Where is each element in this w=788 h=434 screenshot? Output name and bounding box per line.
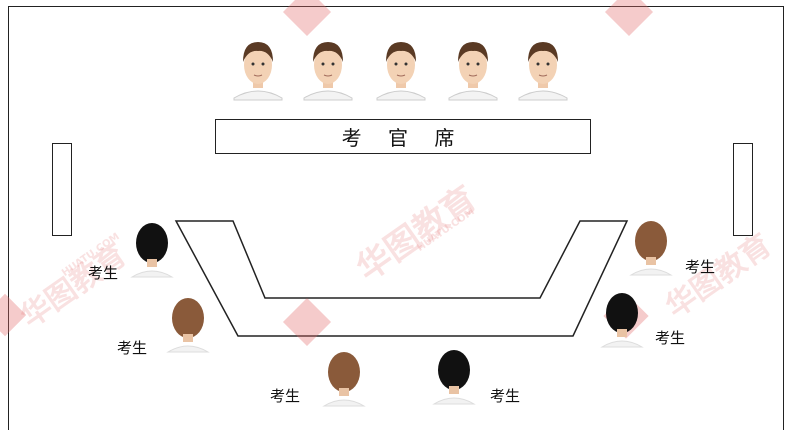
candidate-label-2: 考生 — [117, 339, 148, 357]
examiner-face-icon — [376, 42, 426, 101]
candidate-label-6: 考生 — [685, 258, 716, 276]
candidate-head-icon — [432, 350, 476, 405]
candidate-head-icon — [166, 298, 210, 353]
left-side-panel — [52, 143, 72, 236]
examiner-face-icon — [518, 42, 568, 101]
right-side-panel — [733, 143, 753, 236]
candidate-head-icon — [629, 221, 673, 276]
examiner-desk: 考 官 席 — [215, 119, 591, 154]
candidate-label-1: 考生 — [88, 264, 119, 282]
candidate-label-5: 考生 — [655, 329, 686, 347]
candidate-label-3: 考生 — [270, 387, 301, 405]
examiner-face-icon — [448, 42, 498, 101]
examiner-face-icon — [233, 42, 283, 101]
candidate-head-icon — [322, 352, 366, 407]
candidate-table — [174, 220, 629, 337]
candidate-head-icon — [600, 293, 644, 348]
candidate-label-4: 考生 — [490, 387, 521, 405]
examiner-desk-label: 考 官 席 — [341, 126, 465, 150]
diagram-frame — [8, 6, 784, 430]
examiner-face-icon — [303, 42, 353, 101]
candidate-head-icon — [130, 223, 174, 278]
